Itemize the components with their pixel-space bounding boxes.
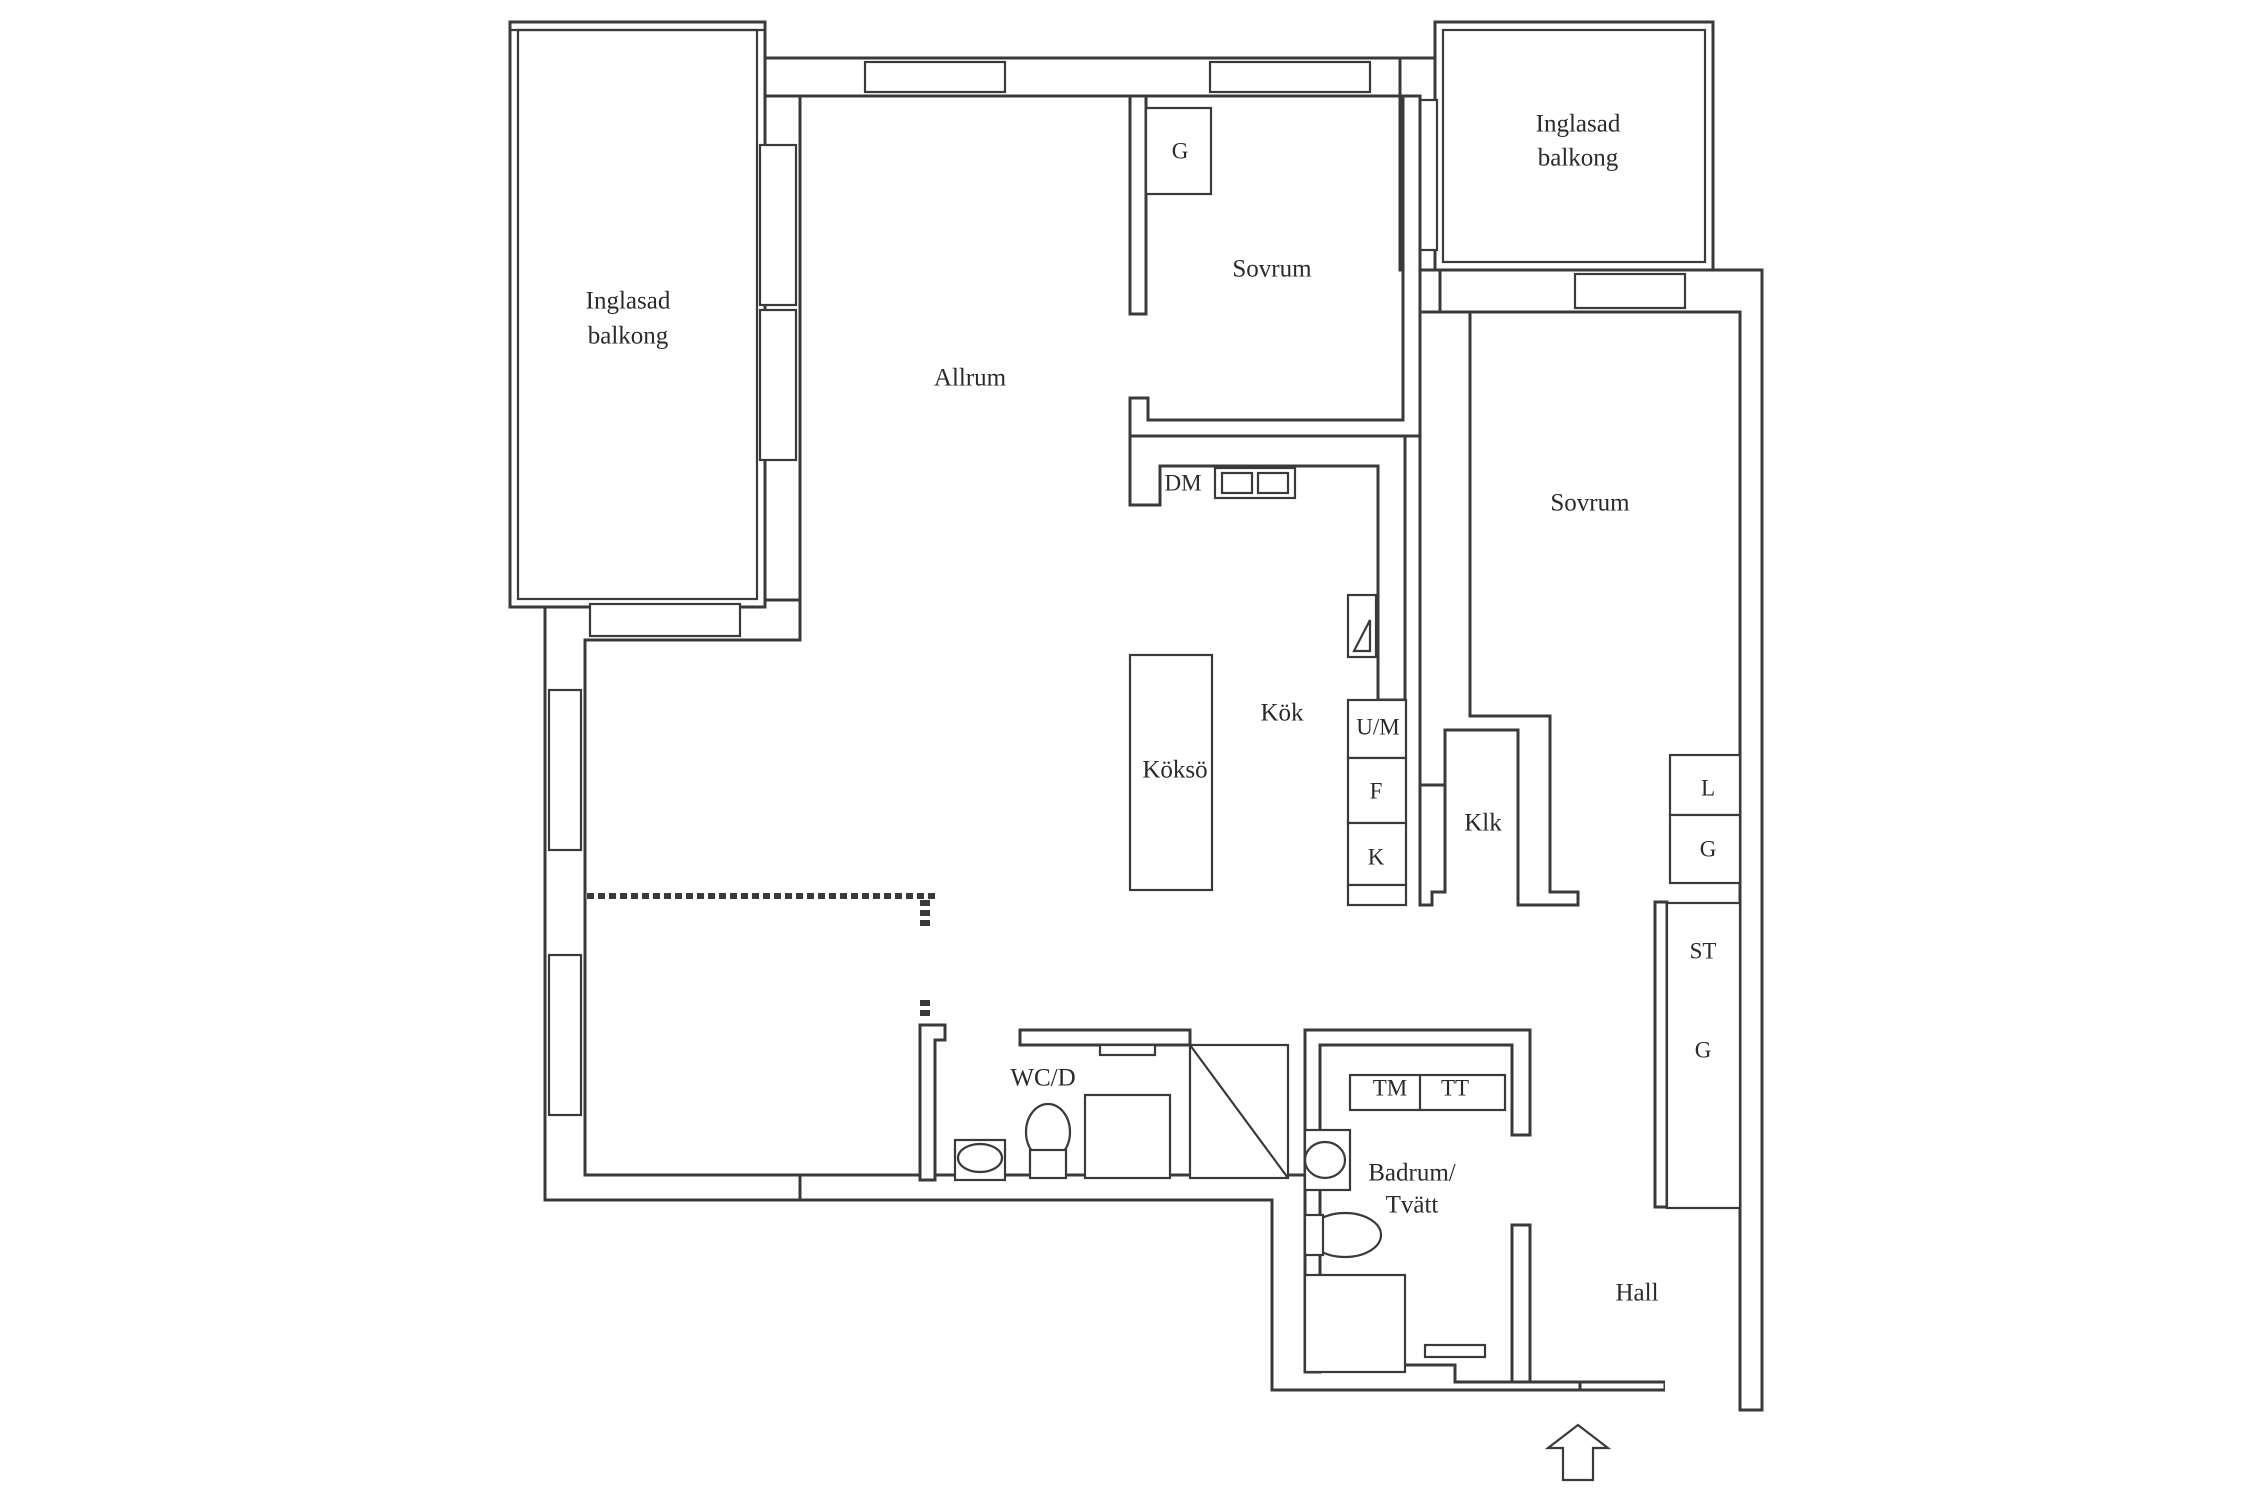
beam-dash: [807, 893, 814, 899]
beam-dash: [587, 893, 594, 899]
beam-dash: [917, 893, 924, 899]
label-tt: TT: [1441, 1075, 1469, 1100]
beam-dash: [851, 893, 858, 899]
beam-dash: [741, 893, 748, 899]
beam-dash: [920, 1010, 930, 1016]
beam-dash: [862, 893, 869, 899]
label-hall: Hall: [1615, 1280, 1658, 1307]
entrance-arrow-icon: [1544, 1423, 1612, 1482]
beam-dash: [906, 893, 913, 899]
label-g-sovrum: G: [1172, 138, 1189, 163]
kitchen-appliances: [1346, 593, 1408, 907]
beam-dash: [763, 893, 770, 899]
fixture-labels: G DM U/M F K L G ST G TM TT: [1164, 138, 1716, 1100]
label-klk: Klk: [1464, 810, 1502, 837]
label-g-hall-top: G: [1700, 836, 1717, 861]
label-st: ST: [1690, 938, 1717, 963]
beam-dash: [840, 893, 847, 899]
beam-dash: [920, 910, 930, 916]
label-wcd: WC/D: [1010, 1065, 1075, 1092]
beam-dash: [752, 893, 759, 899]
beam-dash: [598, 893, 605, 899]
label-f: F: [1370, 778, 1383, 803]
beam-dash: [920, 900, 930, 906]
beam-dash: [730, 893, 737, 899]
label-um: U/M: [1356, 714, 1399, 739]
beam-dash: [664, 893, 671, 899]
beam-dash: [609, 893, 616, 899]
label-allrum: Allrum: [934, 365, 1007, 392]
kitchen-sink: [1213, 466, 1297, 500]
kitchen-island: [1128, 653, 1214, 892]
label-sovrum-right: Sovrum: [1550, 490, 1630, 517]
label-balcony-right-1: Inglasad: [1536, 111, 1621, 138]
label-badrum-2: Tvätt: [1386, 1192, 1439, 1219]
beam-dash: [895, 893, 902, 899]
beam-dash: [796, 893, 803, 899]
wardrobe-sovrum: [1144, 106, 1213, 196]
beam-dash: [620, 893, 627, 899]
beam-dash: [873, 893, 880, 899]
beam-dash: [631, 893, 638, 899]
label-sovrum-top: Sovrum: [1232, 256, 1312, 283]
label-balcony-right-2: balkong: [1538, 145, 1619, 172]
room-labels: Inglasad balkong Inglasad balkong Allrum…: [586, 111, 1659, 1307]
beam-dash: [920, 1000, 930, 1006]
beam-dash: [675, 893, 682, 899]
beam-dash: [686, 893, 693, 899]
label-balcony-left-1: Inglasad: [586, 288, 671, 315]
beam-dash: [642, 893, 649, 899]
balcony-left: [508, 20, 767, 609]
beam-line: [587, 893, 935, 1016]
wcd-fixtures: [953, 1043, 1290, 1182]
label-g-hall-bottom: G: [1695, 1037, 1712, 1062]
beam-dash: [653, 893, 660, 899]
badrum-fixtures: [1303, 1073, 1507, 1374]
label-k: K: [1368, 844, 1385, 869]
beam-dash: [719, 893, 726, 899]
beam-dash: [785, 893, 792, 899]
interior-walls: [918, 94, 1669, 1384]
hall-storage: [1665, 753, 1742, 1210]
beam-dash: [708, 893, 715, 899]
beam-dash: [928, 893, 935, 899]
label-tm: TM: [1373, 1075, 1408, 1100]
label-kokso: Köksö: [1142, 757, 1207, 784]
label-l: L: [1701, 775, 1715, 800]
beam-dash: [774, 893, 781, 899]
beam-dash: [884, 893, 891, 899]
label-badrum-1: Badrum/: [1368, 1160, 1456, 1187]
balcony-right: [1433, 20, 1715, 272]
label-balcony-left-2: balkong: [588, 323, 669, 350]
label-kok: Kök: [1260, 700, 1304, 727]
beam-dash: [829, 893, 836, 899]
beam-dash: [697, 893, 704, 899]
label-dm: DM: [1164, 470, 1201, 495]
beam-dash: [920, 920, 930, 926]
beam-dash: [818, 893, 825, 899]
